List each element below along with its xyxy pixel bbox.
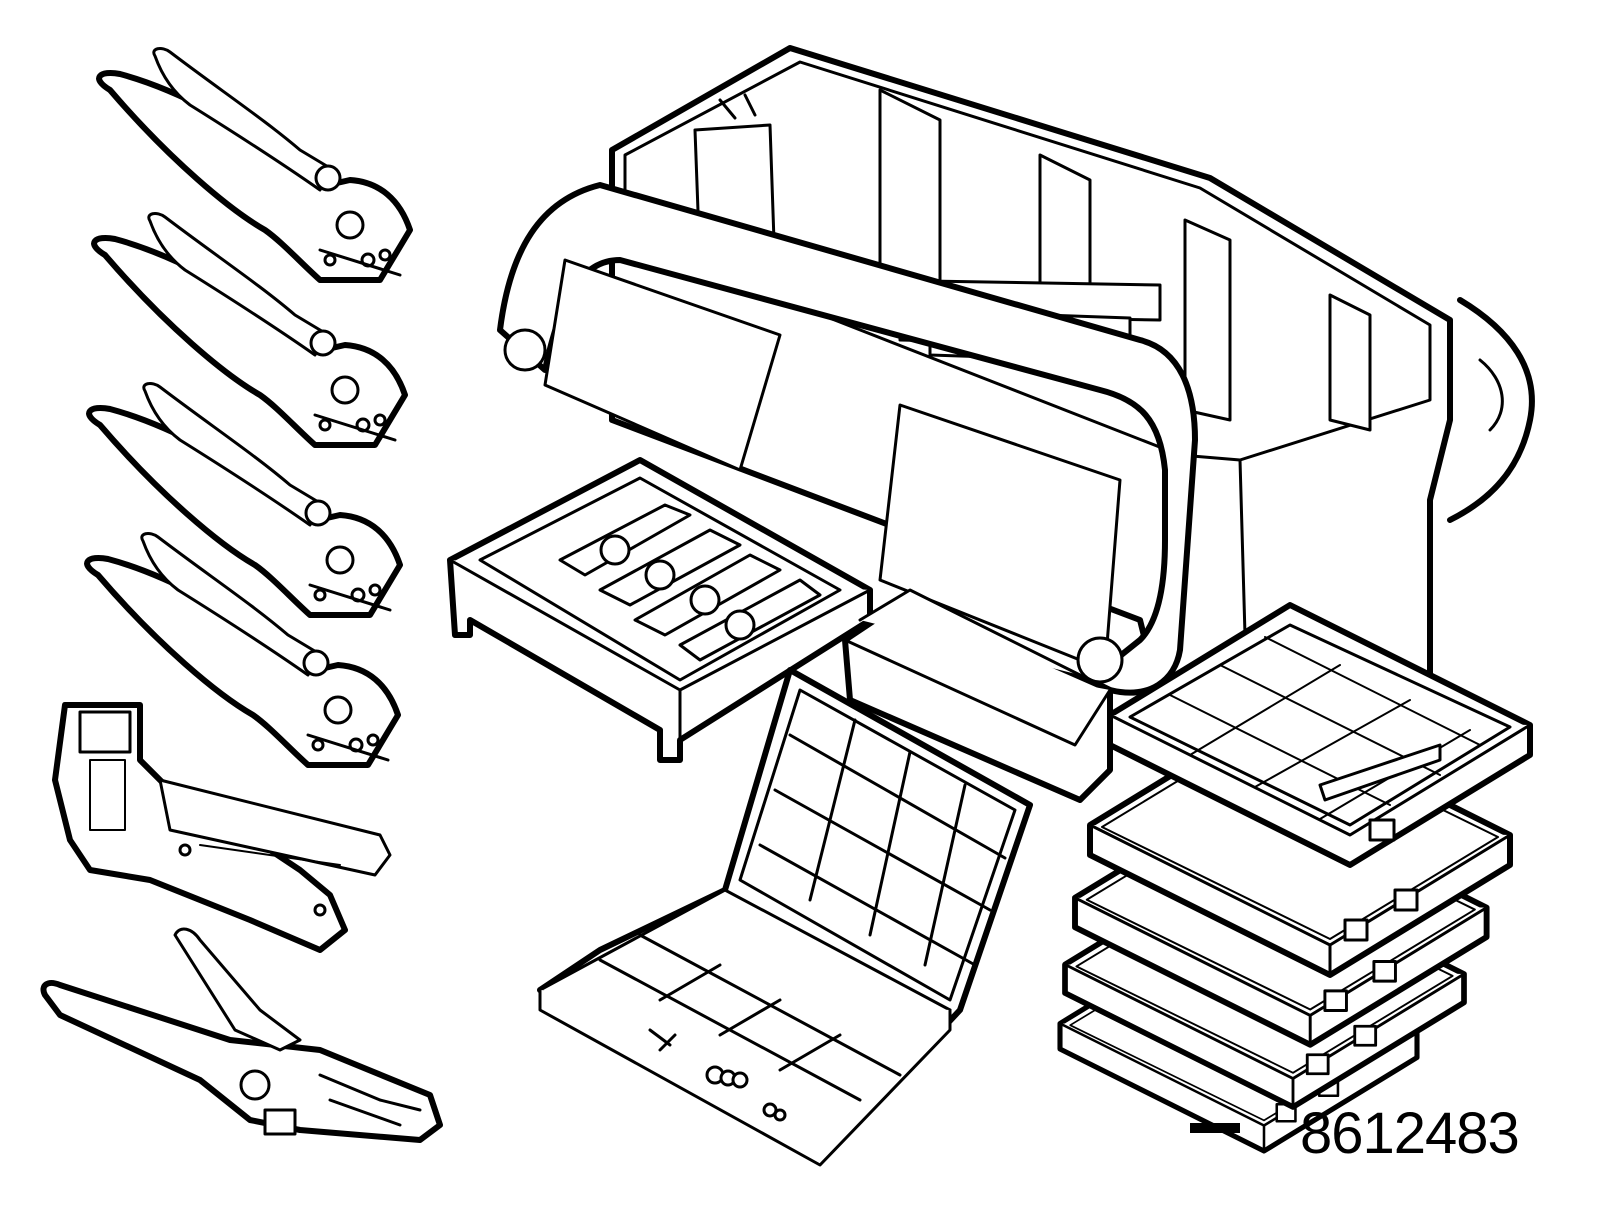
leader-line: [1190, 1123, 1240, 1133]
crimping-plier-1: [99, 49, 410, 280]
closed-assortment-box-stack: [1060, 602, 1533, 1151]
small-closed-box: [842, 588, 1113, 803]
wire-cutter-plier: [40, 927, 443, 1143]
open-assortment-box: [537, 667, 1033, 1167]
wire-stripper: [52, 702, 392, 953]
closed-assortment-box-1: [1107, 602, 1533, 868]
part-number-label: 8612483: [1300, 1101, 1520, 1166]
tool-insert-tray: [447, 457, 873, 763]
